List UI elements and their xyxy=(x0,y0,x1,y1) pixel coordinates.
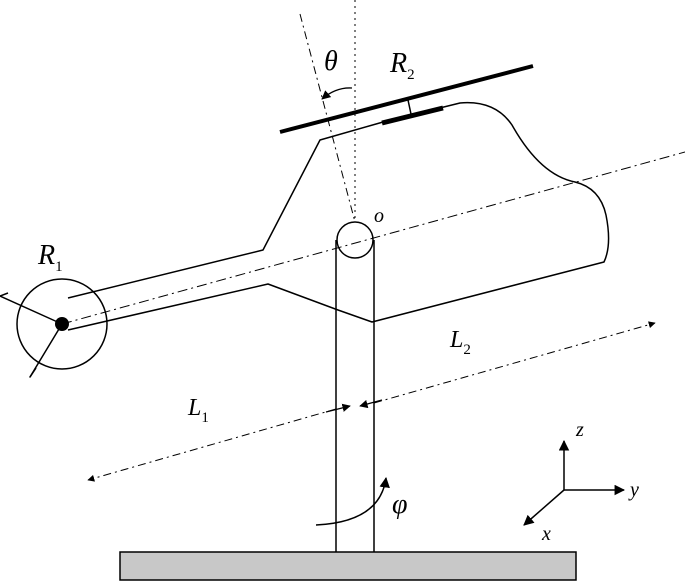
post-width-arrow-left xyxy=(325,403,351,413)
x-axis-label: x xyxy=(541,523,551,545)
main-rotor-mast xyxy=(407,99,412,115)
l2-label: L2 xyxy=(449,327,471,358)
z-axis-label: z xyxy=(575,419,584,441)
theta-label: θ xyxy=(324,46,338,77)
origin-label: o xyxy=(374,205,384,227)
l2-label-sub: 2 xyxy=(463,342,471,358)
pivot-joint xyxy=(336,221,374,259)
x-axis-arrow xyxy=(523,489,565,526)
longitudinal-axis-line xyxy=(61,151,685,325)
r2-label-main: R xyxy=(389,48,407,79)
r1-label-sub: 1 xyxy=(55,259,63,275)
tail-rotor-blade-tips xyxy=(0,292,37,378)
support-post xyxy=(335,240,375,552)
fuselage-outline xyxy=(67,101,610,331)
post-width-arrow-right xyxy=(359,399,383,409)
phi-rotation-arrow xyxy=(315,476,390,526)
l2-dimension-line xyxy=(373,321,656,404)
main-rotor-blade xyxy=(279,64,534,134)
y-axis-label: y xyxy=(628,479,639,501)
l1-label: L1 xyxy=(187,395,209,426)
main-rotor-hub-plate xyxy=(381,105,444,126)
r2-label: R2 xyxy=(389,48,415,83)
l2-label-main: L xyxy=(449,327,463,353)
base-plate xyxy=(119,551,577,581)
l1-label-main: L xyxy=(187,395,201,421)
theta-angle-arc xyxy=(321,87,353,100)
r1-label-main: R xyxy=(37,240,55,271)
phi-label: φ xyxy=(392,489,408,520)
tail-rotor-blades xyxy=(0,295,63,378)
l1-label-sub: 1 xyxy=(201,410,209,426)
tail-rotor-disk xyxy=(16,278,108,370)
r2-label-sub: 2 xyxy=(407,67,415,83)
r1-label: R1 xyxy=(37,240,63,275)
l1-dimension-line xyxy=(87,408,337,482)
